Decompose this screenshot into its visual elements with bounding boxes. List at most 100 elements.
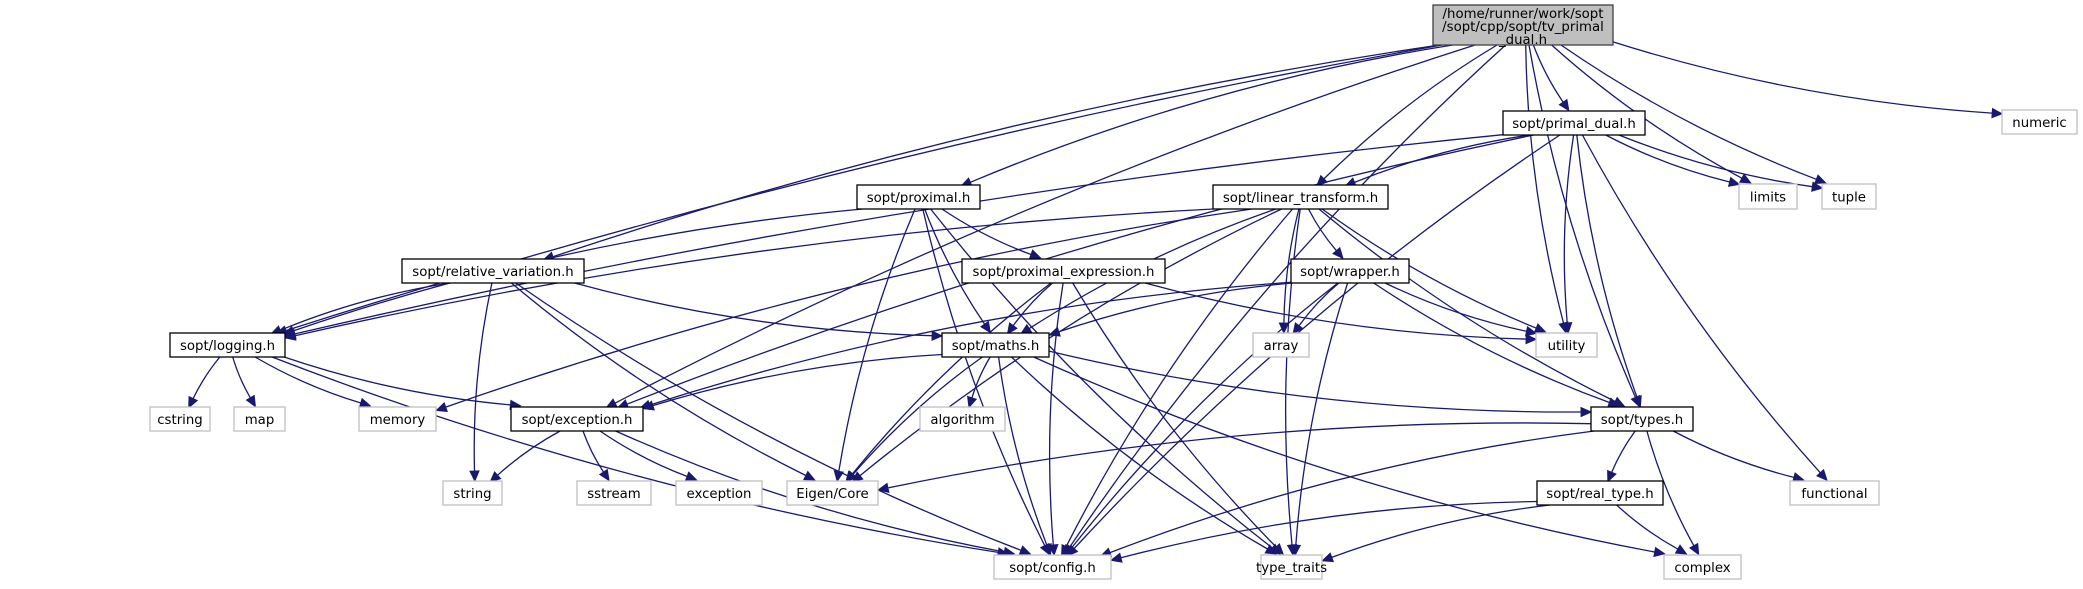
arrowhead-icon xyxy=(1811,181,1824,192)
arrowhead-icon xyxy=(1290,544,1302,557)
node-label: exception xyxy=(687,487,752,502)
arrowhead-icon xyxy=(245,394,257,408)
arrowhead-icon xyxy=(1815,468,1828,482)
node-primal-dual[interactable]: sopt/primal_dual.h xyxy=(1502,110,1646,136)
node-box xyxy=(1590,406,1694,432)
node-label: sopt/real_type.h xyxy=(1546,487,1653,502)
node-box xyxy=(442,480,503,506)
root-label-line-3: _dual.h xyxy=(1498,33,1547,48)
edge-logging-to-exception-h xyxy=(283,356,511,406)
arrowhead-icon xyxy=(1653,546,1666,558)
arrowhead-icon xyxy=(1631,394,1642,408)
node-label: Eigen/Core xyxy=(796,487,868,502)
edge-wrapper-to-type-traits xyxy=(1295,282,1349,546)
edge-linear-transform-to-logging xyxy=(294,208,1214,337)
arrowhead-icon xyxy=(1064,544,1077,557)
node-label: sopt/config.h xyxy=(1009,561,1096,576)
node-box xyxy=(919,406,1006,432)
edge-wrapper-to-maths xyxy=(1058,282,1293,333)
node-exception-h[interactable]: sopt/exception.h xyxy=(510,406,644,432)
arrowhead-icon xyxy=(931,330,944,341)
arrowhead-icon xyxy=(1727,176,1741,187)
edge-linear-transform-to-eigen-core xyxy=(859,208,1282,477)
node-box xyxy=(1290,258,1410,284)
arrowhead-icon xyxy=(1321,552,1335,563)
node-label: algorithm xyxy=(930,413,994,428)
node-label: sopt/proximal_expression.h xyxy=(973,265,1155,280)
arrowhead-icon xyxy=(1018,545,1032,556)
edge-proximal-to-maths xyxy=(924,208,986,325)
node-complex: complex xyxy=(1663,554,1742,580)
node-wrapper[interactable]: sopt/wrapper.h xyxy=(1290,258,1410,284)
edge-types-to-eigen-core xyxy=(887,422,1592,489)
edge-maths-to-complex xyxy=(1033,356,1655,553)
arrowhead-icon xyxy=(1110,552,1123,563)
edge-root-to-proximal xyxy=(970,44,1453,183)
edge-linear-transform-to-memory xyxy=(445,208,1252,408)
edge-root-to-types xyxy=(1528,44,1637,398)
node-box xyxy=(149,406,211,432)
node-types[interactable]: sopt/types.h xyxy=(1590,406,1694,432)
edge-primal-dual-to-limits xyxy=(1605,134,1730,183)
node-label: array xyxy=(1264,339,1299,354)
edge-relative-variation-to-config xyxy=(515,282,1022,551)
edge-types-to-real-type xyxy=(1611,430,1636,473)
node-real-type[interactable]: sopt/real_type.h xyxy=(1536,480,1664,506)
arrowhead-icon xyxy=(598,468,610,482)
edge-primal-dual-to-functional xyxy=(1581,134,1821,474)
arrowhead-icon xyxy=(1041,542,1052,556)
edge-primal-dual-to-types xyxy=(1576,134,1638,398)
edge-relative-variation-to-eigen-core xyxy=(510,282,807,477)
node-proximal[interactable]: sopt/proximal.h xyxy=(856,184,981,210)
edge-proximal-expression-to-eigen-core xyxy=(851,282,1052,475)
node-sstream: sstream xyxy=(576,480,652,506)
node-box xyxy=(961,258,1166,284)
node-memory: memory xyxy=(358,406,437,432)
arrowhead-icon xyxy=(188,395,199,409)
edge-exception-h-to-sstream xyxy=(582,430,605,473)
arrowhead-icon xyxy=(1738,173,1752,184)
node-relative-variation[interactable]: sopt/relative_variation.h xyxy=(401,258,585,284)
edge-maths-to-type-traits xyxy=(1011,356,1268,550)
node-label: sopt/wrapper.h xyxy=(1300,265,1400,280)
arrowhead-icon xyxy=(877,482,890,493)
node-label: string xyxy=(453,487,491,502)
node-config: sopt/config.h xyxy=(993,554,1112,580)
node-box xyxy=(1738,183,1798,210)
edge-maths-to-exception-h xyxy=(652,353,943,407)
node-linear-transform[interactable]: sopt/linear_transform.h xyxy=(1212,184,1389,210)
edge-maths-to-eigen-core xyxy=(852,356,983,475)
edge-proximal-expression-to-utility xyxy=(1144,282,1527,340)
node-eigen-core: Eigen/Core xyxy=(786,480,879,506)
node-utility: utility xyxy=(1535,332,1598,358)
arrowhead-icon xyxy=(1048,326,1061,337)
node-box xyxy=(576,480,652,506)
arrowhead-icon xyxy=(845,470,858,483)
node-string: string xyxy=(442,480,503,506)
edge-proximal-to-proximal-expression xyxy=(941,208,1032,256)
node-box xyxy=(856,184,981,210)
arrowhead-icon xyxy=(1028,249,1042,260)
node-proximal-expression[interactable]: sopt/proximal_expression.h xyxy=(961,258,1166,284)
arrowhead-icon xyxy=(358,397,372,408)
edge-wrapper-to-types xyxy=(1373,282,1610,404)
node-logging[interactable]: sopt/logging.h xyxy=(169,332,286,358)
edge-root-to-relative-variation xyxy=(552,44,1440,258)
arrowhead-icon xyxy=(1558,98,1570,112)
node-box xyxy=(169,332,286,358)
edge-real-type-to-config xyxy=(1120,500,1538,559)
arrowhead-icon xyxy=(284,330,297,341)
node-box xyxy=(1536,480,1664,506)
node-label: sopt/proximal.h xyxy=(867,191,971,206)
edge-logging-to-config xyxy=(271,356,999,554)
node-tuple: tuple xyxy=(1821,183,1877,210)
node-numeric: numeric xyxy=(2001,109,2078,135)
edge-wrapper-to-exception-h xyxy=(649,281,1292,406)
node-maths[interactable]: sopt/maths.h xyxy=(941,332,1050,358)
node-root-file[interactable]: /home/runner/work/sopt /sopt/cpp/sopt/tv… xyxy=(1432,4,1614,48)
edge-linear-transform-to-type-traits xyxy=(1285,208,1301,546)
node-label: limits xyxy=(1750,191,1786,206)
edge-relative-variation-to-maths xyxy=(574,282,933,337)
node-label: sopt/primal_dual.h xyxy=(1512,117,1636,132)
edge-relative-variation-to-string xyxy=(473,282,493,472)
